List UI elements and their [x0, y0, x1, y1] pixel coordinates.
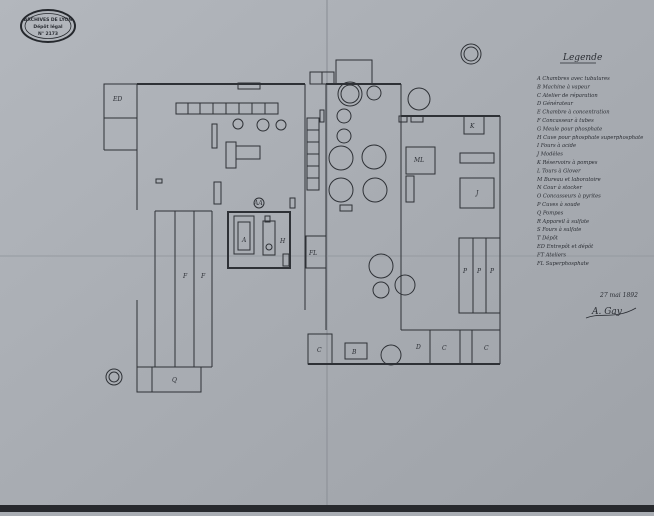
label-f-left: F	[182, 273, 188, 280]
label-fl: FL	[308, 250, 317, 257]
label-f-right: F	[200, 273, 206, 280]
legend-item: E Chambre à concentration	[536, 109, 610, 116]
bottom-edge	[0, 505, 654, 512]
legend-item: G Meule pour phosphate	[537, 126, 602, 132]
label-p3: P	[489, 268, 495, 275]
signature-name: A. Gay	[591, 307, 623, 317]
label-d: D	[415, 344, 421, 351]
label-j: J	[474, 190, 479, 197]
label-ml: ML	[413, 157, 424, 164]
legend-item: O Concasseurs à pyrites	[537, 193, 601, 200]
legend-item: B Machine à vapeur	[536, 83, 590, 90]
legend-item: A Chambres avec tubulures	[536, 76, 610, 82]
signature-block: 27 mai 1892 A. Gay	[585, 292, 638, 319]
stamp-line-3: N° 2173	[38, 31, 58, 37]
label-q: Q	[172, 377, 177, 384]
label-c3: C	[484, 345, 489, 352]
label-aa: AA	[253, 200, 263, 207]
legend-item: ED Entrepôt et dépôt	[536, 243, 594, 250]
legend-item: R Appareil à sulfate	[536, 218, 589, 225]
legend-item: D Générateur	[536, 100, 574, 107]
legend-item: J Modèles	[536, 151, 563, 158]
label-c1: C	[317, 347, 322, 354]
label-b: B	[351, 349, 357, 356]
legend-item: FL Superphosphate	[536, 261, 589, 267]
label-p1: P	[462, 268, 468, 275]
legend-item: K Réservoirs à pompes	[536, 159, 598, 166]
legend-title: Legende	[562, 53, 602, 63]
legend-item: FT Ateliers	[536, 252, 566, 258]
legend-item: I Fours à acide	[536, 142, 576, 149]
label-a: A	[241, 237, 247, 244]
legend-item: Q Pompes	[537, 210, 564, 216]
label-ed: ED	[112, 96, 122, 103]
legend-item: S Fours à sulfate	[537, 226, 581, 233]
stamp-line-2: Dépôt légal	[33, 23, 63, 30]
signature-date: 27 mai 1892	[599, 292, 638, 299]
site-plan	[103, 43, 501, 393]
legend-item: L Tours à Glover	[536, 167, 581, 174]
label-p2: P	[476, 268, 482, 275]
label-c2: C	[442, 345, 447, 352]
legend-item: M Bureau et laboratoire	[536, 177, 601, 183]
legend-item: T Dépôt	[537, 235, 559, 242]
label-h: H	[279, 238, 286, 245]
legend-item: P Cuves à soude	[536, 201, 580, 208]
archive-stamp: ARCHIVES DE LYON Dépôt légal N° 2173	[20, 9, 76, 43]
legend-item: F Concasseur à tubes	[536, 117, 594, 124]
legend-item: C Atelier de réparation	[537, 92, 598, 99]
stamp-line-1: ARCHIVES DE LYON	[24, 17, 73, 23]
label-k: K	[469, 123, 475, 130]
legend-item: N Cour à stocker	[536, 184, 582, 191]
legend-item: H Cuve pour phosphate superphosphate	[536, 135, 643, 141]
